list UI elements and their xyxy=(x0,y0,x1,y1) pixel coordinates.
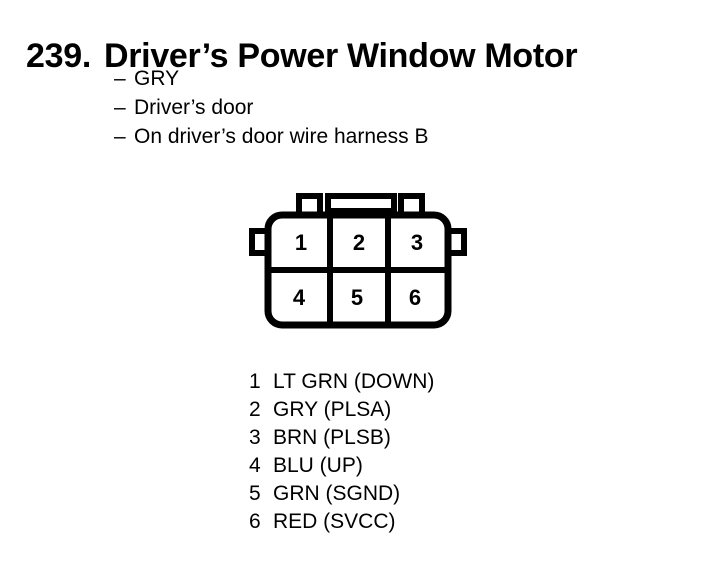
note-item: – On driver’s door wire harness B xyxy=(114,122,634,151)
page-title-text: Driver’s Power Window Motor xyxy=(103,36,578,75)
note-item: – GRY xyxy=(114,64,634,93)
pin-legend-number: 5 xyxy=(249,482,261,505)
note-item-label: On driver’s door wire harness B xyxy=(134,125,429,148)
note-item-label: Driver’s door xyxy=(134,96,254,119)
pin-legend-row: 3 BRN (PLSB) xyxy=(249,424,434,452)
note-list: – GRY – Driver’s door – On driver’s door… xyxy=(114,64,634,151)
cavity-number-6: 6 xyxy=(409,285,421,310)
connector-diagram: 1 2 3 4 5 6 xyxy=(238,188,478,334)
pin-legend: 1 LT GRN (DOWN) 2 GRY (PLSA) 3 BRN (PLSB… xyxy=(249,368,434,536)
pin-legend-label: GRY (PLSA) xyxy=(273,398,392,421)
pin-legend-row: 1 LT GRN (DOWN) xyxy=(249,368,434,396)
pin-legend-row: 5 GRN (SGND) xyxy=(249,480,434,508)
note-item: – Driver’s door xyxy=(114,93,634,122)
page-title-number: 239. xyxy=(26,36,91,75)
pin-legend-row: 6 RED (SVCC) xyxy=(249,508,434,536)
pin-legend-number: 6 xyxy=(249,510,261,533)
note-item-label: GRY xyxy=(134,67,180,90)
pin-legend-row: 2 GRY (PLSA) xyxy=(249,396,434,424)
cavity-number-4: 4 xyxy=(293,285,306,310)
page-title: 239. Driver’s Power Window Motor xyxy=(26,36,578,76)
note-dash-icon: – xyxy=(114,96,126,119)
pin-legend-label: BRN (PLSB) xyxy=(273,426,391,449)
cavity-number-3: 3 xyxy=(411,230,423,255)
cavity-number-1: 1 xyxy=(295,230,307,255)
pin-legend-number: 1 xyxy=(249,370,261,393)
cavity-number-2: 2 xyxy=(353,230,365,255)
note-dash-icon: – xyxy=(114,125,126,148)
pin-legend-row: 4 BLU (UP) xyxy=(249,452,434,480)
connector-svg: 1 2 3 4 5 6 xyxy=(249,193,467,329)
connector-cavity-grid xyxy=(271,218,445,322)
cavity-number-5: 5 xyxy=(351,285,363,310)
pin-legend-number: 4 xyxy=(249,454,261,477)
pin-legend-label: GRN (SGND) xyxy=(273,482,401,505)
pin-legend-number: 2 xyxy=(249,398,261,421)
pin-legend-label: BLU (UP) xyxy=(273,454,363,477)
note-dash-icon: – xyxy=(114,67,126,90)
pin-legend-number: 3 xyxy=(249,426,261,449)
pin-legend-label: LT GRN (DOWN) xyxy=(273,370,435,393)
pin-legend-label: RED (SVCC) xyxy=(273,510,396,533)
